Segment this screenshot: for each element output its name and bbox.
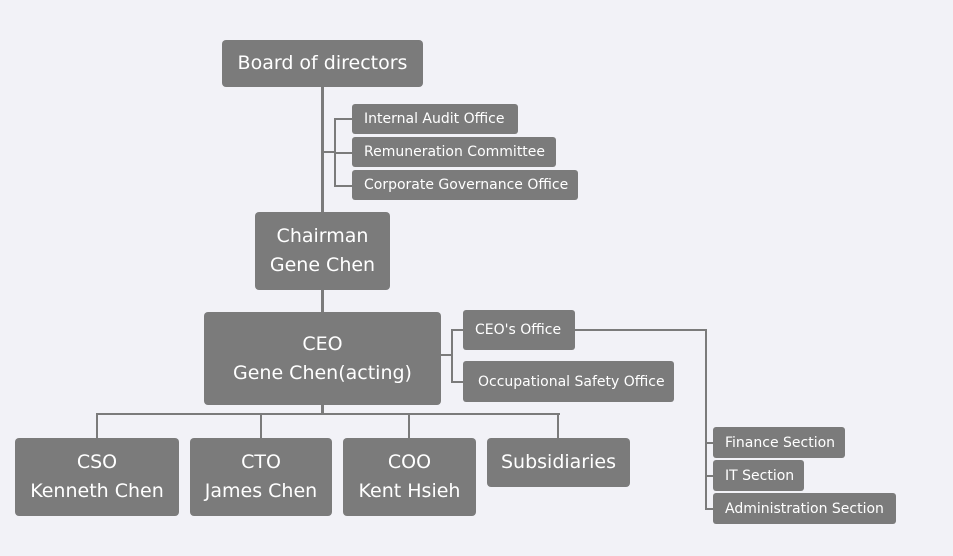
connector-line <box>408 413 410 439</box>
board-label: Board of directors <box>237 52 408 74</box>
ceo-box: CEO Gene Chen(acting) <box>204 312 441 405</box>
connector-line <box>96 413 560 415</box>
internal-audit-office-box: Internal Audit Office <box>352 104 518 134</box>
section-label: IT Section <box>725 467 795 484</box>
connector-line <box>451 329 464 331</box>
ceo-name: Gene Chen(acting) <box>233 361 412 384</box>
connector-line <box>334 118 353 120</box>
office-label: Internal Audit Office <box>364 111 505 127</box>
executive-title: CSO <box>76 451 118 473</box>
connector-line <box>557 413 559 439</box>
section-label: Administration Section <box>725 500 884 517</box>
occupational-safety-office-box: Occupational Safety Office <box>463 361 674 402</box>
subsidiaries-box: Subsidiaries <box>487 438 630 487</box>
ceo-office-box: CEO's Office <box>463 310 575 350</box>
ceo-title: CEO <box>302 332 343 355</box>
connector-line <box>321 151 335 153</box>
office-label: Corporate Governance Office <box>364 177 569 193</box>
connector-line <box>260 413 262 439</box>
board-of-directors-box: Board of directors <box>222 40 423 87</box>
corporate-governance-office-box: Corporate Governance Office <box>352 170 578 200</box>
connector-line <box>705 329 707 509</box>
connector-line <box>451 329 453 382</box>
finance-section-box: Finance Section <box>713 427 845 458</box>
cto-box: CTO James Chen <box>190 438 332 516</box>
connector-line <box>96 413 98 439</box>
connector-line <box>321 87 324 213</box>
office-label: CEO's Office <box>475 322 562 338</box>
executive-name: James Chen <box>204 480 318 502</box>
subsidiaries-label: Subsidiaries <box>500 451 616 473</box>
cso-box: CSO Kenneth Chen <box>15 438 179 516</box>
connector-line <box>321 404 324 415</box>
executive-name: Kent Hsieh <box>358 480 461 502</box>
it-section-box: IT Section <box>713 460 804 491</box>
chairman-name: Gene Chen <box>269 254 376 276</box>
connector-line <box>321 290 324 313</box>
executive-name: Kenneth Chen <box>30 480 164 502</box>
coo-box: COO Kent Hsieh <box>343 438 476 516</box>
connector-line <box>334 152 353 154</box>
administration-section-box: Administration Section <box>713 493 896 524</box>
connector-line <box>705 442 714 444</box>
connector-line <box>451 381 464 383</box>
office-label: Occupational Safety Office <box>478 373 665 390</box>
connector-line <box>575 329 707 331</box>
connector-line <box>334 185 353 187</box>
connector-line <box>440 354 452 356</box>
section-label: Finance Section <box>725 434 836 451</box>
connector-line <box>705 475 714 477</box>
remuneration-committee-box: Remuneration Committee <box>352 137 556 167</box>
executive-title: COO <box>387 451 432 473</box>
office-label: Remuneration Committee <box>364 144 546 160</box>
chairman-box: Chairman Gene Chen <box>255 212 390 290</box>
executive-title: CTO <box>241 451 281 473</box>
chairman-title: Chairman <box>276 225 369 247</box>
connector-line <box>705 508 714 510</box>
